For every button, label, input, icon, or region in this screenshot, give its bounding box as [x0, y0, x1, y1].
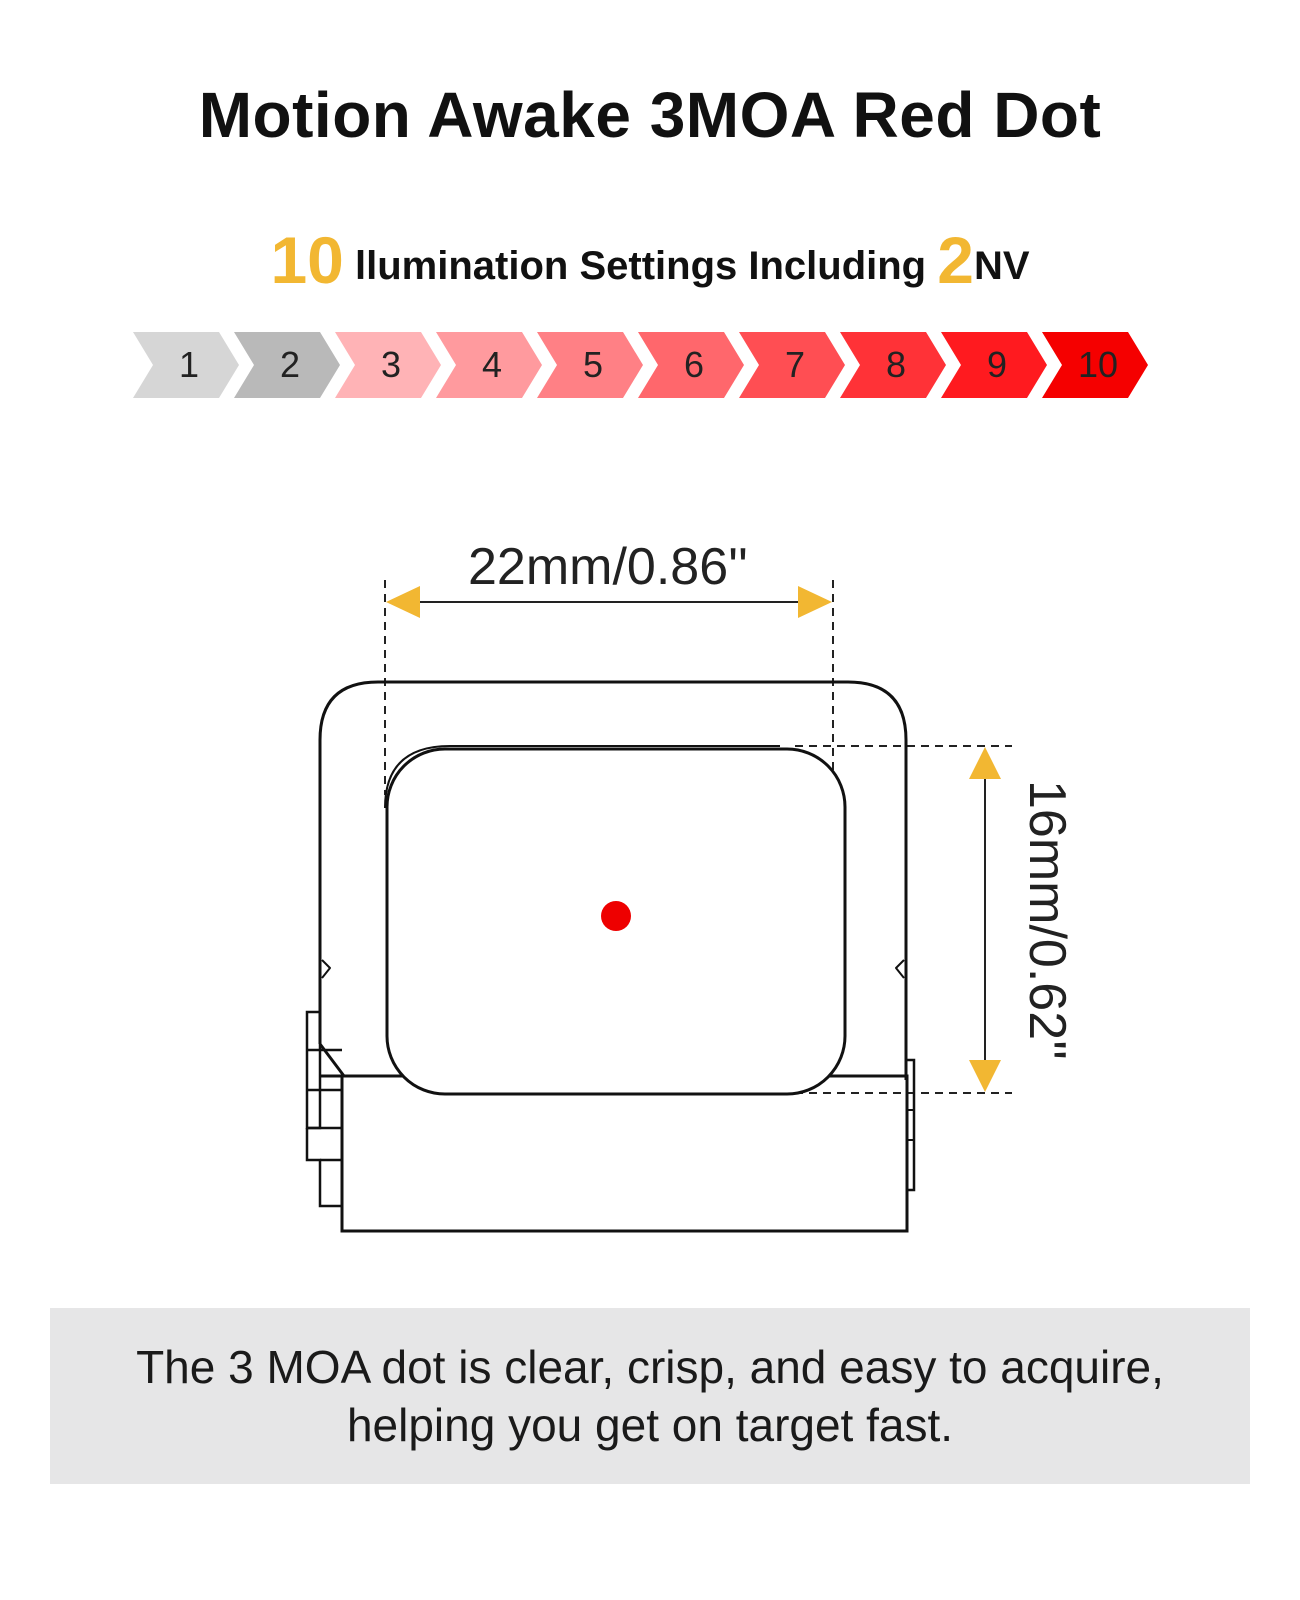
illumination-subtitle: 10 llumination Settings Including 2NV [0, 222, 1300, 298]
width-dimension-label: 22mm/0.86'' [468, 538, 748, 596]
step-label: 9 [986, 344, 1008, 385]
caption-panel: The 3 MOA dot is clear, crisp, and easy … [50, 1308, 1250, 1484]
illumination-step-8: 8 [840, 332, 946, 398]
red-dot-reticle [601, 901, 631, 931]
step-label: 8 [885, 344, 907, 385]
step-label: 5 [582, 344, 604, 385]
height-dimension-arrow [969, 747, 1001, 1092]
lens-window-bevel [384, 745, 780, 809]
caption-text: The 3 MOA dot is clear, crisp, and easy … [136, 1341, 1164, 1451]
step-label: 2 [279, 344, 301, 385]
step-label: 3 [380, 344, 402, 385]
illumination-step-9: 9 [941, 332, 1047, 398]
accent-arrowhead-top [969, 747, 1001, 779]
height-dimension-label: 16mm/0.62'' [1018, 780, 1076, 1060]
step-label: 4 [481, 344, 503, 385]
illumination-step-1: 1 [133, 332, 239, 398]
red-dot-sight-diagram: 22mm/0.86'' 16mm/0.62'' [305, 538, 1076, 1233]
illumination-step-7: 7 [739, 332, 845, 398]
accent-arrowhead-right [798, 586, 832, 618]
step-label: 10 [1077, 344, 1119, 385]
illumination-step-5: 5 [537, 332, 643, 398]
step-label: 1 [178, 344, 200, 385]
page-title: Motion Awake 3MOA Red Dot [198, 79, 1102, 151]
illumination-step-4: 4 [436, 332, 542, 398]
accent-arrowhead-left [386, 586, 420, 618]
settings-text: llumination Settings Including [355, 244, 927, 288]
illumination-step-6: 6 [638, 332, 744, 398]
settings-count: 10 [270, 223, 344, 297]
illumination-step-10: 10 [1042, 332, 1148, 398]
illumination-scale: 1 2 3 4 5 6 7 8 9 10 [133, 332, 1173, 398]
accent-arrowhead-bottom [969, 1060, 1001, 1092]
nv-count: 2 [937, 223, 974, 297]
illumination-step-3: 3 [335, 332, 441, 398]
width-dimension-arrow [386, 586, 832, 618]
nv-label: NV [973, 244, 1030, 288]
illumination-step-2: 2 [234, 332, 340, 398]
step-label: 6 [683, 344, 705, 385]
step-label: 7 [784, 344, 806, 385]
